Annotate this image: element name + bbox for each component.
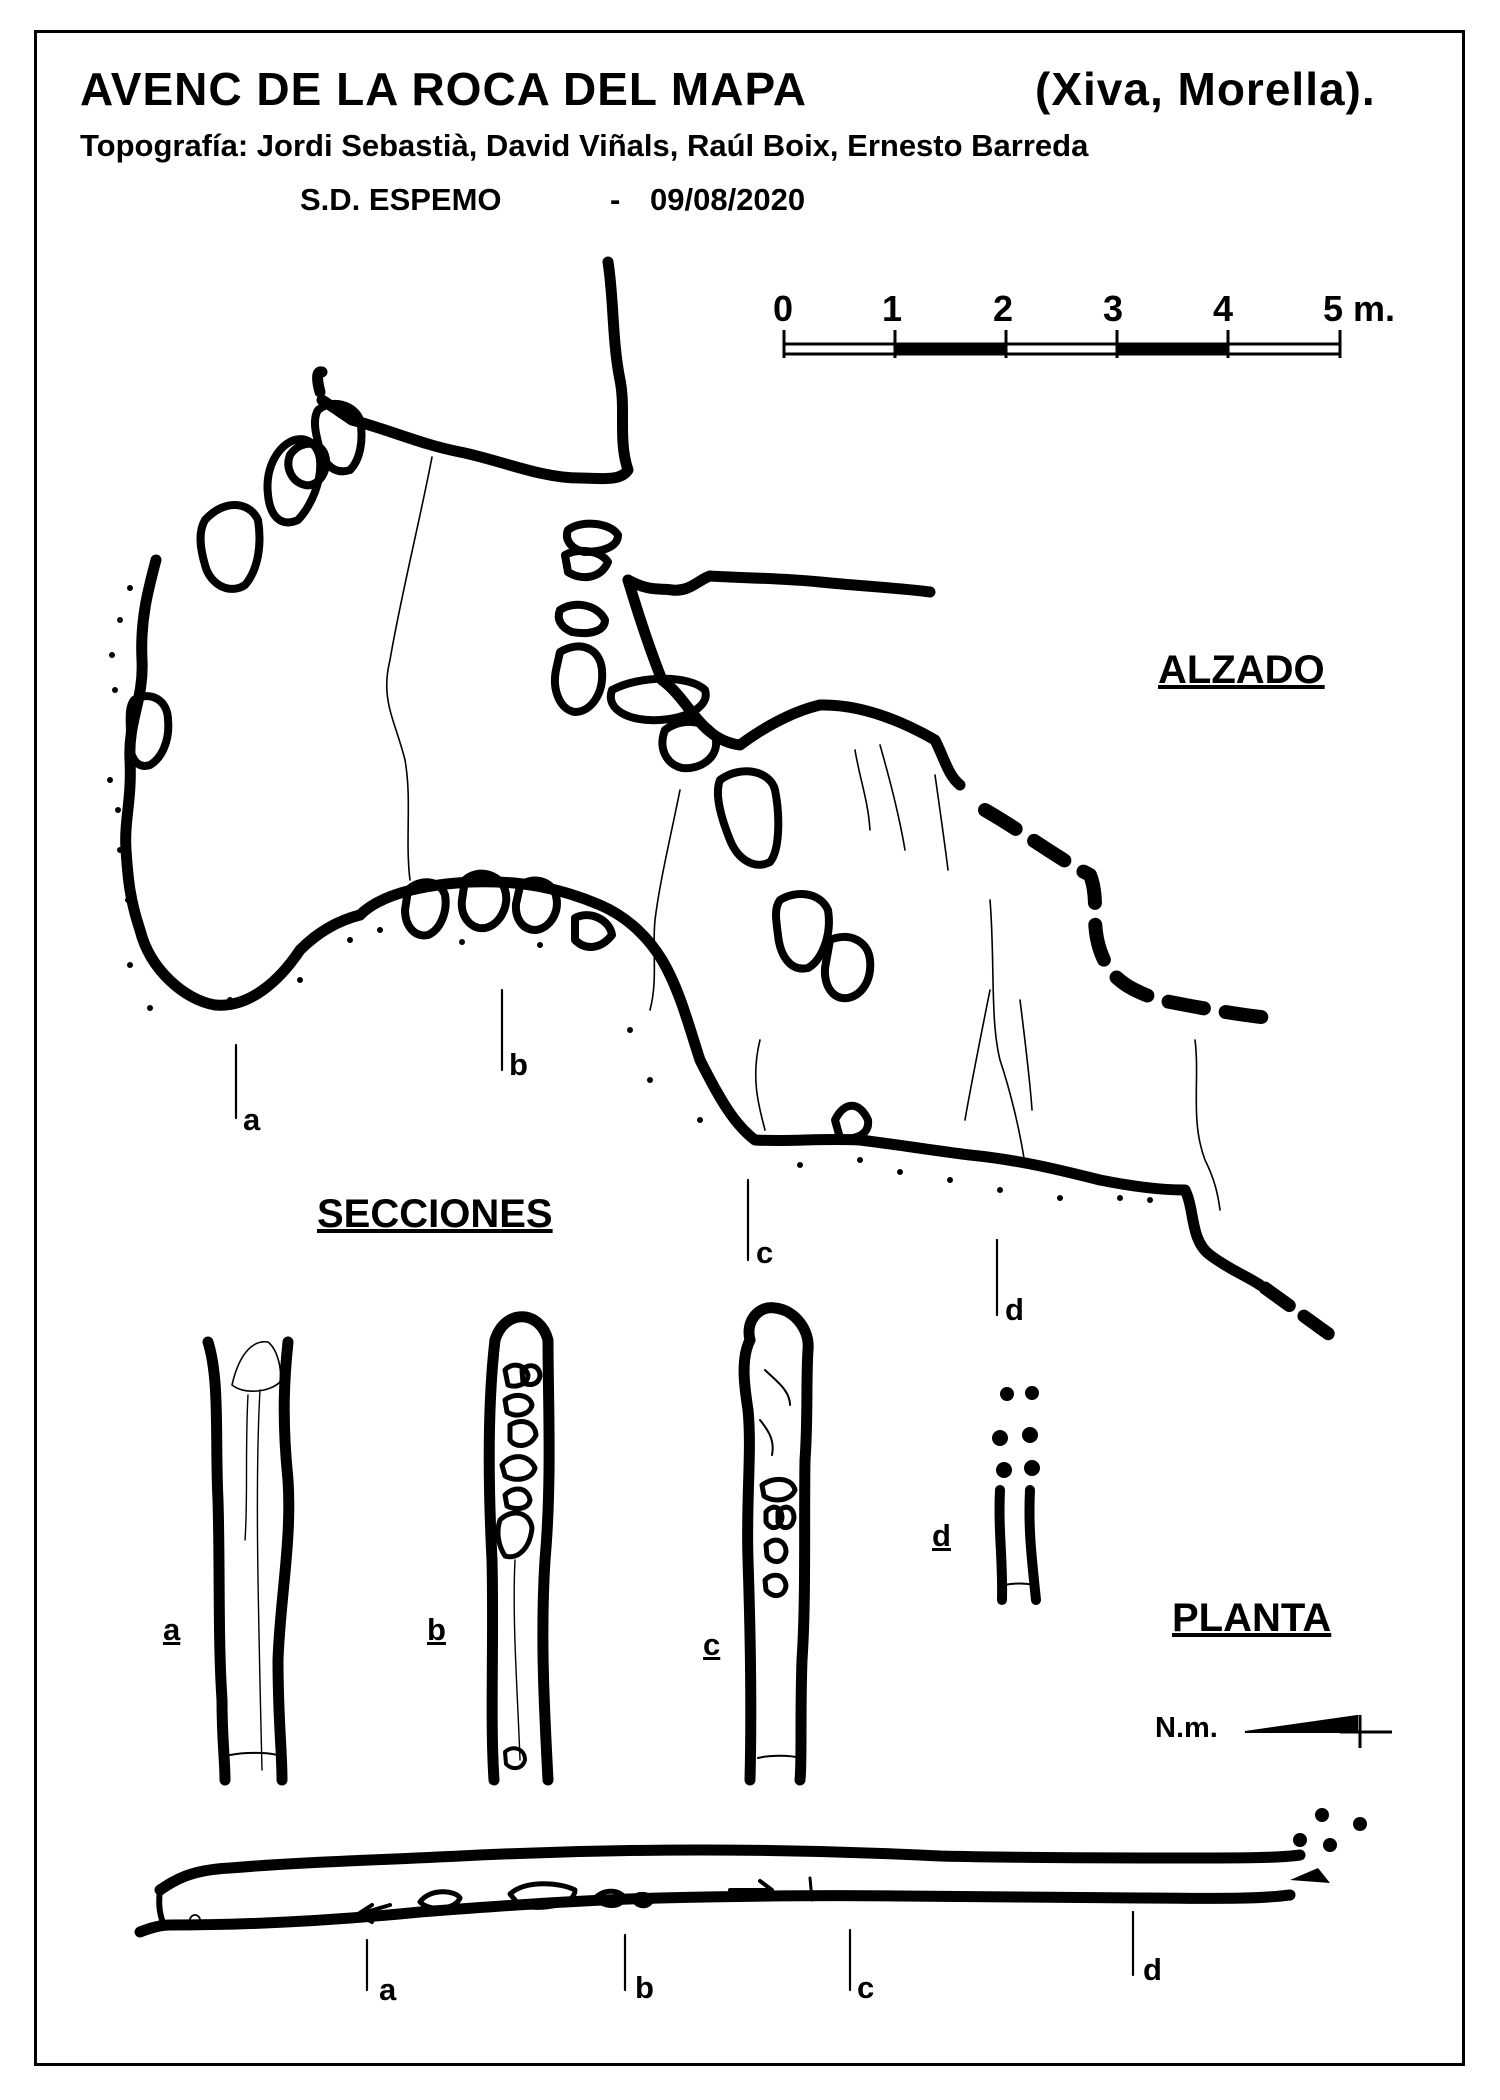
survey-date: 09/08/2020	[650, 182, 806, 217]
elevation-dashed-wall	[978, 803, 1277, 1025]
elevation-cut-d: d	[1005, 1292, 1024, 1327]
cave-location: (Xiva, Morella).	[1035, 63, 1376, 115]
elevation-cut-lines	[234, 988, 999, 1317]
plan-cut-d: d	[1143, 1952, 1162, 1987]
plan-south-wall	[134, 1889, 1296, 1938]
elevation-left-wall	[120, 366, 366, 1011]
scale-label-3: 3	[1103, 288, 1124, 329]
scale-label-2: 2	[993, 288, 1014, 329]
north-arrow	[1244, 1714, 1392, 1748]
scale-label-4: 4	[1213, 288, 1234, 329]
section-b-label: b	[427, 1612, 446, 1647]
plan-cut-a: a	[379, 1972, 397, 2007]
map-frame	[34, 30, 1465, 2066]
elevation-title: ALZADO	[1158, 648, 1325, 692]
plan-cut-lines	[365, 1910, 1135, 1992]
elevation-blocks	[125, 399, 875, 1143]
plan-arrow-right	[728, 1879, 774, 1901]
sections-view	[202, 1302, 1041, 1786]
header-separator: -	[610, 182, 621, 217]
plan-north-wall	[154, 1844, 1306, 1896]
elevation-floor	[354, 876, 1266, 1291]
scale-label-5m: 5 m.	[1323, 288, 1396, 329]
cave-title: AVENC DE LA ROCA DEL MAPA	[80, 63, 807, 115]
plan-title: PLANTA	[1172, 1596, 1332, 1640]
survey-credits: Topografía: Jordi Sebastià, David Viñals…	[80, 128, 1089, 163]
elevation-dashed-floor	[1258, 1281, 1337, 1342]
elevation-cracks	[385, 456, 1221, 1211]
plan-cut-c: c	[857, 1970, 875, 2005]
section-a-label: a	[163, 1612, 181, 1647]
section-d-shape	[992, 1386, 1041, 1605]
sections-title: SECCIONES	[317, 1192, 553, 1236]
scale-bar	[782, 330, 1342, 358]
elevation-middle-ceiling	[622, 570, 936, 598]
elevation-view	[107, 256, 1337, 1342]
section-c-label: c	[703, 1627, 721, 1662]
elevation-rubble	[107, 585, 1153, 1203]
north-label: N.m.	[1155, 1712, 1218, 1744]
elevation-entrance-wall	[316, 256, 634, 485]
section-b-shape	[483, 1311, 555, 1786]
elevation-cut-a: a	[243, 1102, 261, 1137]
scale-label-1: 1	[882, 288, 903, 329]
elevation-cut-b: b	[509, 1047, 528, 1082]
section-c-shape	[738, 1302, 814, 1786]
plan-cut-b: b	[635, 1970, 654, 2005]
plan-arrow-left	[356, 1903, 392, 1924]
elevation-cut-c: c	[756, 1235, 774, 1270]
section-d-label: d	[932, 1518, 951, 1553]
scale-label-0: 0	[773, 288, 794, 329]
plan-view	[134, 1808, 1367, 1992]
elevation-step-wall	[622, 574, 966, 791]
section-a-shape	[202, 1336, 295, 1786]
club-name: S.D. ESPEMO	[300, 182, 502, 217]
